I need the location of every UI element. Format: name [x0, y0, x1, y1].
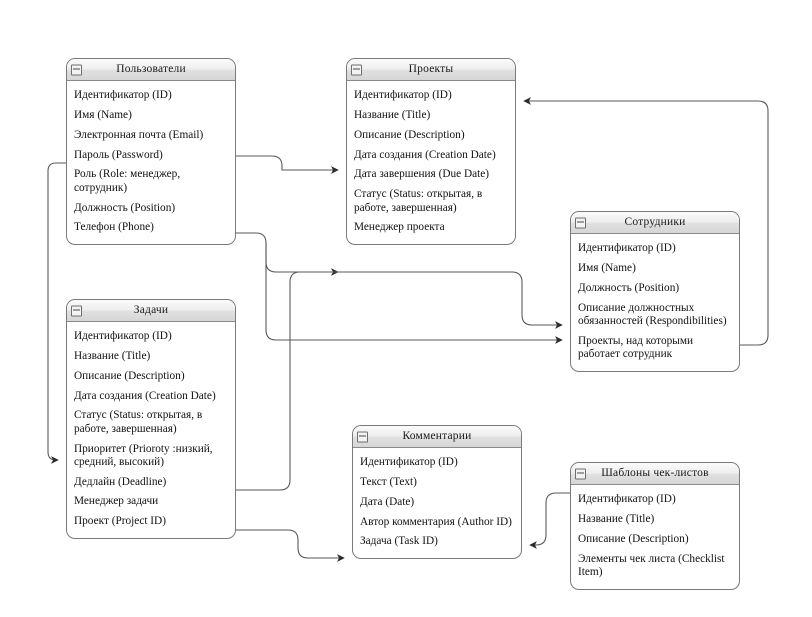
- attribute-row: Должность (Position): [578, 281, 680, 294]
- attribute-row: Описание (Description): [578, 532, 689, 545]
- attribute-row: Дата завершения (Due Date): [354, 168, 490, 181]
- attribute-row: Статус (Status: открытая, в работе, заве…: [74, 409, 203, 435]
- entity-employees[interactable]: Сотрудники Идентификатор (ID) Имя (Name)…: [570, 211, 740, 372]
- attribute-row: Автор комментария (Author ID): [360, 515, 512, 528]
- minus-box-icon[interactable]: [357, 431, 368, 442]
- minus-box-icon[interactable]: [71, 64, 82, 75]
- connector-users-to-tasks: [47, 162, 66, 464]
- attribute-row: Идентификатор (ID): [578, 242, 676, 255]
- attribute-row: Имя (Name): [578, 261, 636, 274]
- entity-tasks-title: Задачи: [133, 303, 169, 316]
- attribute-row: Идентификатор (ID): [354, 89, 452, 102]
- minus-box-icon[interactable]: [575, 217, 586, 228]
- entity-users-attributes: Идентификатор (ID) Имя (Name) Электронна…: [67, 81, 235, 244]
- attribute-row: Телефон (Phone): [74, 221, 154, 234]
- attribute-row: Имя (Name): [74, 108, 132, 121]
- minus-box-icon[interactable]: [575, 468, 586, 479]
- attribute-row: Идентификатор (ID): [74, 330, 172, 343]
- attribute-row: Идентификатор (ID): [74, 89, 172, 102]
- entity-comments-header[interactable]: Комментарии: [353, 426, 521, 448]
- minus-box-icon[interactable]: [71, 305, 82, 316]
- attribute-row: Название (Title): [74, 349, 151, 362]
- entity-checklists-title: Шаблоны чек-листов: [601, 466, 709, 479]
- attribute-row: Название (Title): [354, 108, 431, 121]
- entity-comments[interactable]: Комментарии Идентификатор (ID) Текст (Te…: [352, 425, 522, 559]
- minus-box-icon[interactable]: [351, 64, 362, 75]
- entity-comments-title: Комментарии: [402, 429, 472, 442]
- attribute-row: Описание (Description): [74, 369, 185, 382]
- attribute-row: Статус (Status: открытая, в работе, заве…: [354, 188, 483, 214]
- entity-checklists-attributes: Идентификатор (ID) Название (Title) Опис…: [571, 485, 739, 589]
- entity-employees-header[interactable]: Сотрудники: [571, 212, 739, 234]
- connector-checklists-to-comments: [529, 492, 570, 549]
- entity-projects-title: Проекты: [408, 62, 454, 75]
- entity-tasks-attributes: Идентификатор (ID) Название (Title) Опис…: [67, 322, 235, 538]
- attribute-row: Описание должностных обязанностей (Respo…: [578, 301, 727, 327]
- connector-users-to-projects-upper: [236, 155, 339, 174]
- attribute-row: Менеджер задачи: [74, 495, 159, 508]
- entity-checklists[interactable]: Шаблоны чек-листов Идентификатор (ID) На…: [570, 462, 740, 590]
- attribute-row: Проект (Project ID): [74, 515, 166, 528]
- entity-checklists-header[interactable]: Шаблоны чек-листов: [571, 463, 739, 485]
- connector-tasks-to-comments: [236, 529, 345, 562]
- attribute-row: Роль (Role: менеджер, сотрудник): [74, 168, 181, 194]
- attribute-row: Задача (Task ID): [360, 535, 438, 548]
- entity-projects-attributes: Идентификатор (ID) Название (Title) Опис…: [347, 81, 515, 244]
- entity-projects-header[interactable]: Проекты: [347, 59, 515, 81]
- connector-users-to-projects-lower: [236, 232, 339, 276]
- entity-projects[interactable]: Проекты Идентификатор (ID) Название (Tit…: [346, 58, 516, 245]
- entity-users-header[interactable]: Пользователи: [67, 59, 235, 81]
- attribute-row: Дедлайн (Deadline): [74, 475, 167, 488]
- attribute-row: Должность (Position): [74, 201, 176, 214]
- attribute-row: Элементы чек листа (Checklist Item): [578, 552, 725, 578]
- attribute-row: Дата создания (Creation Date): [354, 148, 496, 161]
- attribute-row: Текст (Text): [360, 475, 417, 488]
- entity-users[interactable]: Пользователи Идентификатор (ID) Имя (Nam…: [66, 58, 236, 245]
- attribute-row: Название (Title): [578, 512, 655, 525]
- attribute-row: Пароль (Password): [74, 148, 163, 161]
- attribute-row: Приоритет (Prioroty :низкий, средний, вы…: [74, 442, 213, 468]
- entity-employees-attributes: Идентификатор (ID) Имя (Name) Должность …: [571, 234, 739, 371]
- entity-comments-attributes: Идентификатор (ID) Текст (Text) Дата (Da…: [353, 448, 521, 558]
- attribute-row: Проекты, над которыми работает сотрудник: [578, 334, 694, 361]
- attribute-row: Описание (Description): [354, 128, 465, 141]
- attribute-row: Электронная почта (Email): [74, 128, 204, 141]
- attribute-row: Дата создания (Creation Date): [74, 389, 216, 402]
- entity-tasks-header[interactable]: Задачи: [67, 300, 235, 322]
- entity-users-title: Пользователи: [116, 62, 186, 75]
- attribute-row: Дата (Date): [360, 495, 415, 508]
- entity-tasks[interactable]: Задачи Идентификатор (ID) Название (Titl…: [66, 299, 236, 539]
- attribute-row: Менеджер проекта: [354, 221, 445, 234]
- attribute-row: Идентификатор (ID): [578, 493, 676, 506]
- attribute-row: Идентификатор (ID): [360, 456, 458, 469]
- entity-employees-title: Сотрудники: [624, 215, 686, 228]
- connector-users-to-employees: [265, 243, 563, 344]
